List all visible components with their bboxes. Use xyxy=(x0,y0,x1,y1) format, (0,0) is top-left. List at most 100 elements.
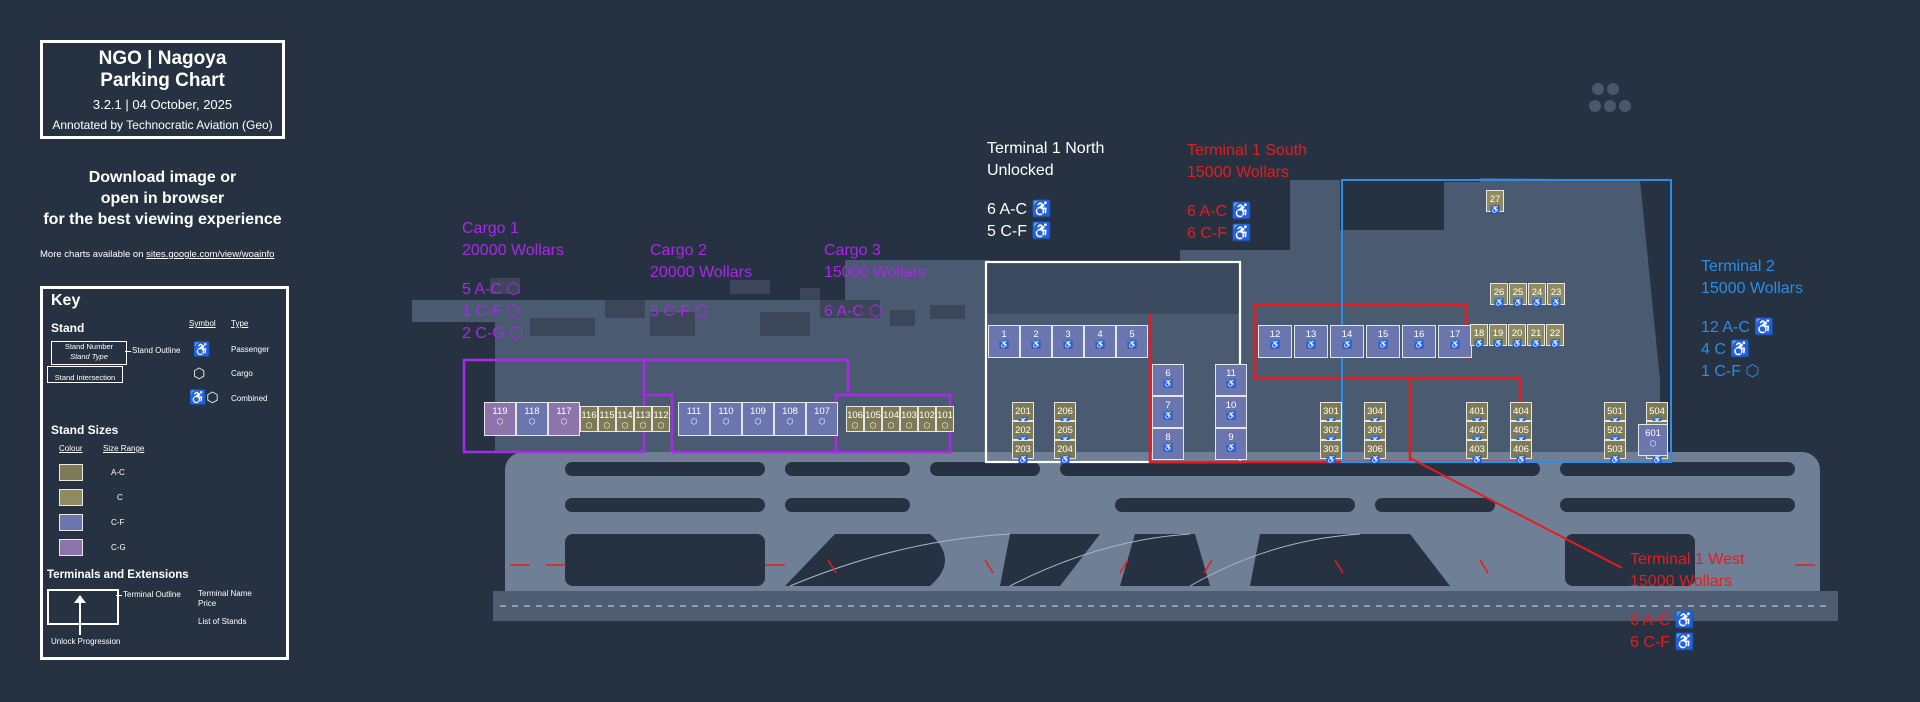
stand-3[interactable]: 3♿ xyxy=(1052,325,1084,358)
stand-2[interactable]: 2♿ xyxy=(1020,325,1052,358)
stand-106[interactable]: 106⬡ xyxy=(846,406,864,432)
stand-111[interactable]: 111⬡ xyxy=(678,402,710,436)
stand-number: 203 xyxy=(1015,444,1031,455)
stand-118[interactable]: 118⬡ xyxy=(516,402,548,436)
stand-25[interactable]: 25♿ xyxy=(1509,283,1527,307)
stand-1[interactable]: 1♿ xyxy=(988,325,1020,358)
stand-19[interactable]: 19♿ xyxy=(1489,324,1507,348)
stand-115[interactable]: 115⬡ xyxy=(598,406,616,432)
download-line-3: for the best viewing experience xyxy=(43,211,282,228)
passenger-icon: ♿ xyxy=(1512,339,1522,348)
stand-117[interactable]: 117⬡ xyxy=(548,402,580,436)
t1s-name: Terminal 1 South xyxy=(1187,142,1308,159)
stand-22[interactable]: 22♿ xyxy=(1546,324,1564,348)
stand-116[interactable]: 116⬡ xyxy=(580,406,598,432)
stand-101[interactable]: 101⬡ xyxy=(936,406,954,432)
stand-401[interactable]: 401♿ xyxy=(1466,402,1488,426)
stand-406[interactable]: 406♿ xyxy=(1510,440,1532,464)
stand-306[interactable]: 306♿ xyxy=(1364,440,1386,464)
stand-15[interactable]: 15♿ xyxy=(1366,325,1400,358)
stand-23[interactable]: 23♿ xyxy=(1547,283,1565,307)
stand-119[interactable]: 119⬡ xyxy=(484,402,516,436)
t1w-stands-2: 6 C-F ♿ xyxy=(1630,634,1695,651)
size-swatch-cf xyxy=(59,514,83,531)
passenger-icon: ♿ xyxy=(1163,443,1173,452)
stand-17[interactable]: 17♿ xyxy=(1438,325,1472,358)
stand-4[interactable]: 4♿ xyxy=(1084,325,1116,358)
stand-11[interactable]: 11♿ xyxy=(1215,364,1247,396)
stand-number: 2 xyxy=(1033,329,1039,340)
stand-7[interactable]: 7♿ xyxy=(1152,396,1184,428)
stand-number: 304 xyxy=(1367,406,1383,417)
stand-201[interactable]: 201♿ xyxy=(1012,402,1034,426)
stand-110[interactable]: 110⬡ xyxy=(710,402,742,436)
stand-6[interactable]: 6♿ xyxy=(1152,364,1184,396)
t2-stands-1: 12 A-C ♿ xyxy=(1701,319,1775,336)
stand-503[interactable]: 503♿ xyxy=(1604,440,1626,464)
cargo1-stands-2: 1 C-F ⬡ xyxy=(462,303,521,320)
charts-link[interactable]: sites.google.com/view/woainfo xyxy=(146,249,275,260)
terminal-name-label: Terminal Name xyxy=(198,589,252,598)
stand-24[interactable]: 24♿ xyxy=(1528,283,1546,307)
sizes-heading: Stand Sizes xyxy=(51,423,119,437)
stand-205[interactable]: 205♿ xyxy=(1054,421,1076,445)
stand-27[interactable]: 27♿ xyxy=(1486,190,1504,214)
stand-105[interactable]: 105⬡ xyxy=(864,406,882,432)
stand-108[interactable]: 108⬡ xyxy=(774,402,806,436)
stand-601[interactable]: 601⬡ xyxy=(1638,424,1668,456)
cargo-icon: ⬡ xyxy=(869,421,877,430)
stand-403[interactable]: 403♿ xyxy=(1466,440,1488,464)
passenger-icon: ♿ xyxy=(1474,339,1484,348)
stand-26[interactable]: 26♿ xyxy=(1490,283,1508,307)
stand-305[interactable]: 305♿ xyxy=(1364,421,1386,445)
stand-204[interactable]: 204♿ xyxy=(1054,440,1076,464)
cargo-icon: ⬡ xyxy=(585,421,593,430)
stand-13[interactable]: 13♿ xyxy=(1294,325,1328,358)
stand-202[interactable]: 202♿ xyxy=(1012,421,1034,445)
stand-504[interactable]: 504♿ xyxy=(1646,402,1668,426)
stand-18[interactable]: 18♿ xyxy=(1470,324,1488,348)
stand-402[interactable]: 402♿ xyxy=(1466,421,1488,445)
stand-number: 19 xyxy=(1492,328,1504,339)
stand-number: 109 xyxy=(750,406,766,417)
stand-number: 301 xyxy=(1323,406,1339,417)
stand-303[interactable]: 303♿ xyxy=(1320,440,1342,464)
stand-14[interactable]: 14♿ xyxy=(1330,325,1364,358)
stand-104[interactable]: 104⬡ xyxy=(882,406,900,432)
stand-20[interactable]: 20♿ xyxy=(1508,324,1526,348)
stand-5[interactable]: 5♿ xyxy=(1116,325,1148,358)
t1s-stands-2: 6 C-F ♿ xyxy=(1187,225,1252,242)
stand-number: 110 xyxy=(718,406,734,417)
t2-price: 15000 Wollars xyxy=(1701,280,1803,297)
stand-114[interactable]: 114⬡ xyxy=(616,406,634,432)
stand-8[interactable]: 8♿ xyxy=(1152,428,1184,460)
stand-103[interactable]: 103⬡ xyxy=(900,406,918,432)
stand-404[interactable]: 404♿ xyxy=(1510,402,1532,426)
stand-102[interactable]: 102⬡ xyxy=(918,406,936,432)
stand-501[interactable]: 501♿ xyxy=(1604,402,1626,426)
stand-113[interactable]: 113⬡ xyxy=(634,406,652,432)
stand-109[interactable]: 109⬡ xyxy=(742,402,774,436)
stand-number: 206 xyxy=(1057,406,1073,417)
stand-9[interactable]: 9♿ xyxy=(1215,428,1247,460)
stand-302[interactable]: 302♿ xyxy=(1320,421,1342,445)
stand-12[interactable]: 12♿ xyxy=(1258,325,1292,358)
stand-112[interactable]: 112⬡ xyxy=(652,406,670,432)
stand-206[interactable]: 206♿ xyxy=(1054,402,1076,426)
stand-304[interactable]: 304♿ xyxy=(1364,402,1386,426)
stand-301[interactable]: 301♿ xyxy=(1320,402,1342,426)
passenger-icon: ♿ xyxy=(1414,340,1424,349)
stand-16[interactable]: 16♿ xyxy=(1402,325,1436,358)
stand-number: 108 xyxy=(782,406,798,417)
passenger-icon: ♿ xyxy=(1226,379,1236,388)
stand-405[interactable]: 405♿ xyxy=(1510,421,1532,445)
stand-number: 17 xyxy=(1449,329,1461,340)
stand-502[interactable]: 502♿ xyxy=(1604,421,1626,445)
stand-21[interactable]: 21♿ xyxy=(1527,324,1545,348)
stand-203[interactable]: 203♿ xyxy=(1012,440,1034,464)
stand-number: 7 xyxy=(1165,400,1171,411)
stand-10[interactable]: 10♿ xyxy=(1215,396,1247,428)
stand-107[interactable]: 107⬡ xyxy=(806,402,838,436)
combined-icon: ♿⬡ xyxy=(189,389,219,405)
